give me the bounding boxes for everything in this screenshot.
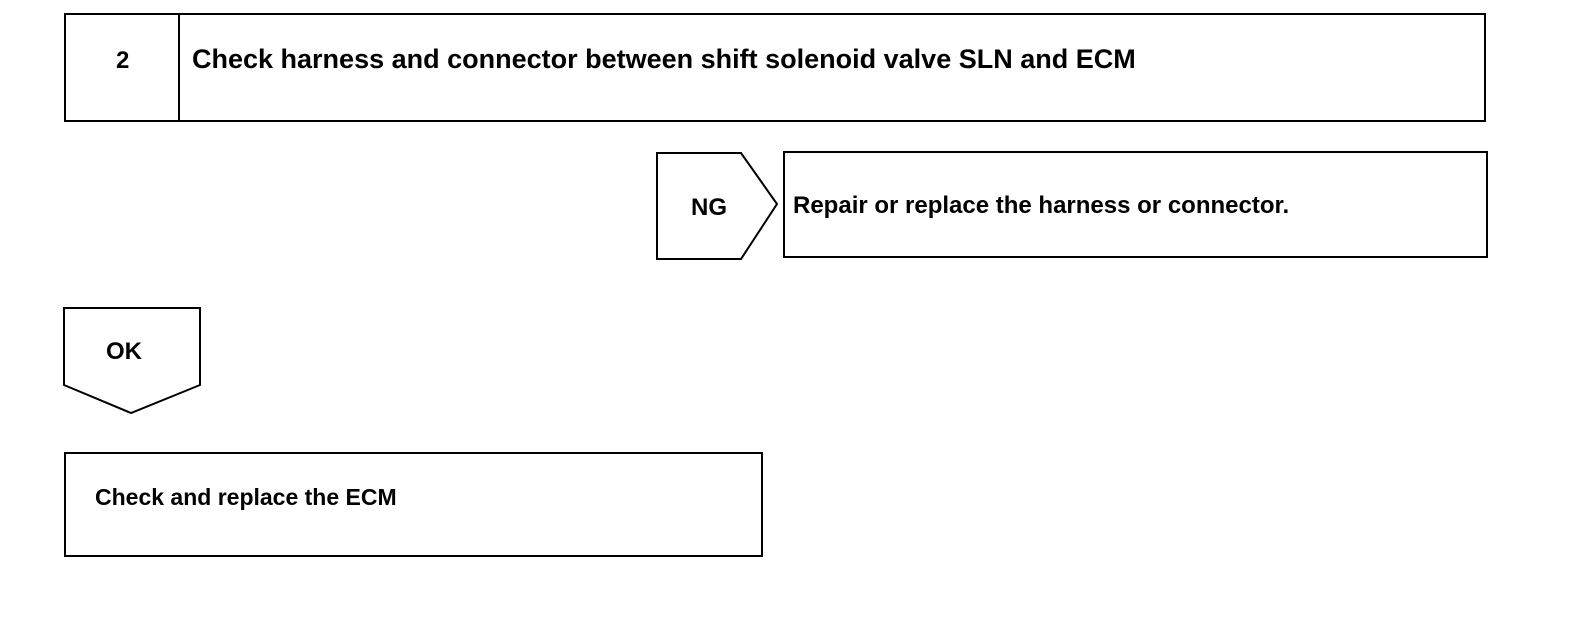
ok-action-box: Check and replace the ECM — [64, 452, 763, 557]
ng-action-text: Repair or replace the harness or connect… — [793, 192, 1290, 219]
step-number: 2 — [116, 47, 130, 74]
ok-action-text: Check and replace the ECM — [95, 484, 397, 510]
step-title: Check harness and connector between shif… — [192, 44, 1136, 74]
ok-arrow-shape — [63, 307, 201, 415]
step-header-divider — [178, 15, 180, 120]
ok-label: OK — [106, 338, 142, 365]
step-header-box: 2 Check harness and connector between sh… — [64, 13, 1486, 122]
ng-arrow-shape — [656, 152, 779, 260]
ng-action-box: Repair or replace the harness or connect… — [783, 151, 1488, 258]
ng-label: NG — [691, 194, 727, 221]
